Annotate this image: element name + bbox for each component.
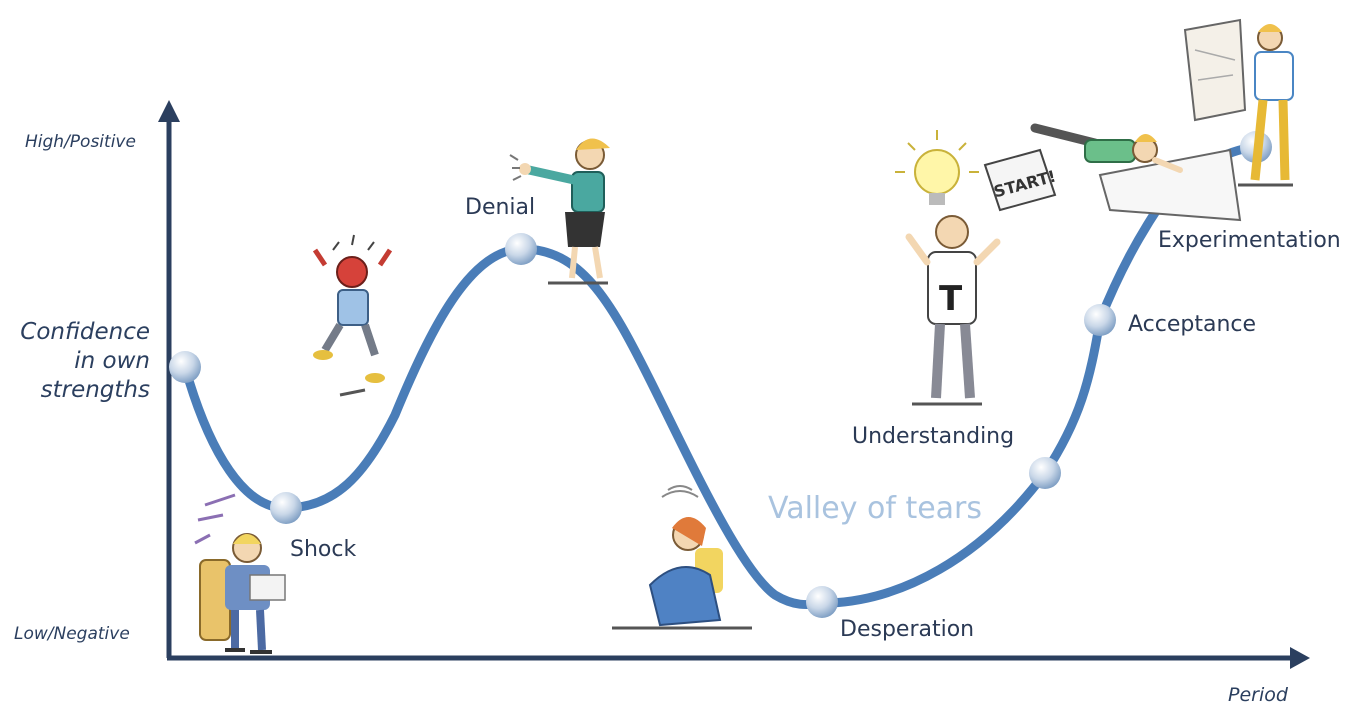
- person-with-idea-icon: T: [905, 215, 1001, 406]
- y-axis-title-line-3: strengths: [41, 377, 150, 403]
- stage-label: Shock: [290, 537, 356, 562]
- stage-label: Denial: [465, 195, 535, 220]
- person-sitting-hugging-knees-icon: [612, 485, 752, 630]
- stage-marker: [806, 586, 838, 618]
- y-axis-bottom-label: Low/Negative: [14, 624, 130, 644]
- valley-label: Valley of tears: [768, 491, 982, 526]
- shirt-letter: T: [939, 279, 963, 319]
- lightbulb-icon: [895, 130, 979, 205]
- stage-acceptance: Acceptance: [1084, 304, 1256, 337]
- stage-shock: Shock: [270, 492, 356, 562]
- y-axis-arrow: [158, 100, 180, 122]
- stage-label: Understanding: [852, 424, 1014, 449]
- stage-label: Acceptance: [1128, 312, 1256, 337]
- angry-person-icon: [312, 234, 393, 397]
- stage-marker: [1029, 457, 1061, 489]
- x-axis-label: Period: [1228, 684, 1289, 706]
- stage-marker: [1084, 304, 1116, 336]
- stage-label: Desperation: [840, 617, 974, 642]
- person-holding-map-icon: [1183, 18, 1294, 187]
- person-flying-icon: [1030, 123, 1242, 222]
- y-axis-title-line-2: in own: [74, 348, 150, 374]
- y-axis-top-label: High/Positive: [25, 132, 136, 152]
- start-marker: [169, 351, 201, 383]
- stage-marker: [270, 492, 302, 524]
- confidence-curve: [180, 142, 1261, 610]
- stage-label: Experimentation: [1158, 228, 1341, 253]
- start-sign-icon: START!: [983, 148, 1058, 212]
- x-axis-arrow: [1290, 647, 1310, 669]
- stage-desperation: Desperation: [806, 586, 974, 642]
- stage-understanding: Understanding: [852, 424, 1061, 489]
- person-refusing-icon: [509, 138, 610, 285]
- stage-marker: [505, 233, 537, 265]
- stage-denial: Denial: [465, 195, 537, 265]
- y-axis-title-line-1: Confidence: [20, 319, 150, 345]
- person-at-computer-icon: [194, 493, 286, 654]
